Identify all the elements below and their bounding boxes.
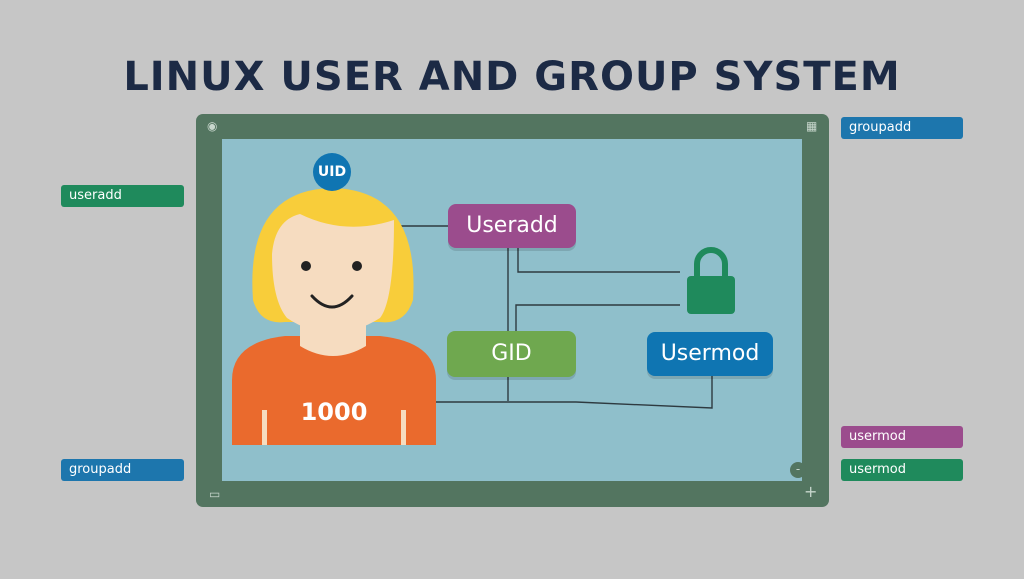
connector-useradd-lock bbox=[517, 248, 680, 273]
window-icon: ▭ bbox=[209, 487, 221, 501]
lock-icon bbox=[687, 247, 735, 314]
usermod-box: Usermod bbox=[647, 332, 773, 376]
tag-groupadd-left: groupadd bbox=[61, 459, 184, 481]
plus-icon: + bbox=[804, 482, 818, 501]
grid-icon: ▦ bbox=[806, 119, 818, 133]
minus-icon: - bbox=[790, 462, 806, 478]
tag-groupadd-right: groupadd bbox=[841, 117, 963, 139]
page-title: LINUX USER AND GROUP SYSTEM bbox=[123, 54, 901, 100]
smile bbox=[310, 294, 354, 309]
window-control-icon: ◉ bbox=[207, 119, 218, 133]
tag-usermod-right-lower: usermod bbox=[841, 459, 963, 481]
shirt bbox=[232, 336, 436, 445]
connector-gid-lock bbox=[515, 304, 680, 331]
tag-usermod-right-upper: usermod bbox=[841, 426, 963, 448]
useradd-box: Useradd bbox=[448, 204, 576, 248]
left-eye bbox=[301, 261, 311, 271]
user-id-number: 1000 bbox=[301, 398, 368, 426]
connector-lines bbox=[400, 225, 713, 409]
user-avatar-illustration: 1000 bbox=[232, 188, 436, 445]
gid-box: GID bbox=[447, 331, 576, 377]
connector-shirt-usermod bbox=[434, 376, 713, 409]
face bbox=[272, 214, 394, 333]
tag-useradd-left: useradd bbox=[61, 185, 184, 207]
uid-badge: UID bbox=[313, 153, 351, 191]
right-eye bbox=[352, 261, 362, 271]
